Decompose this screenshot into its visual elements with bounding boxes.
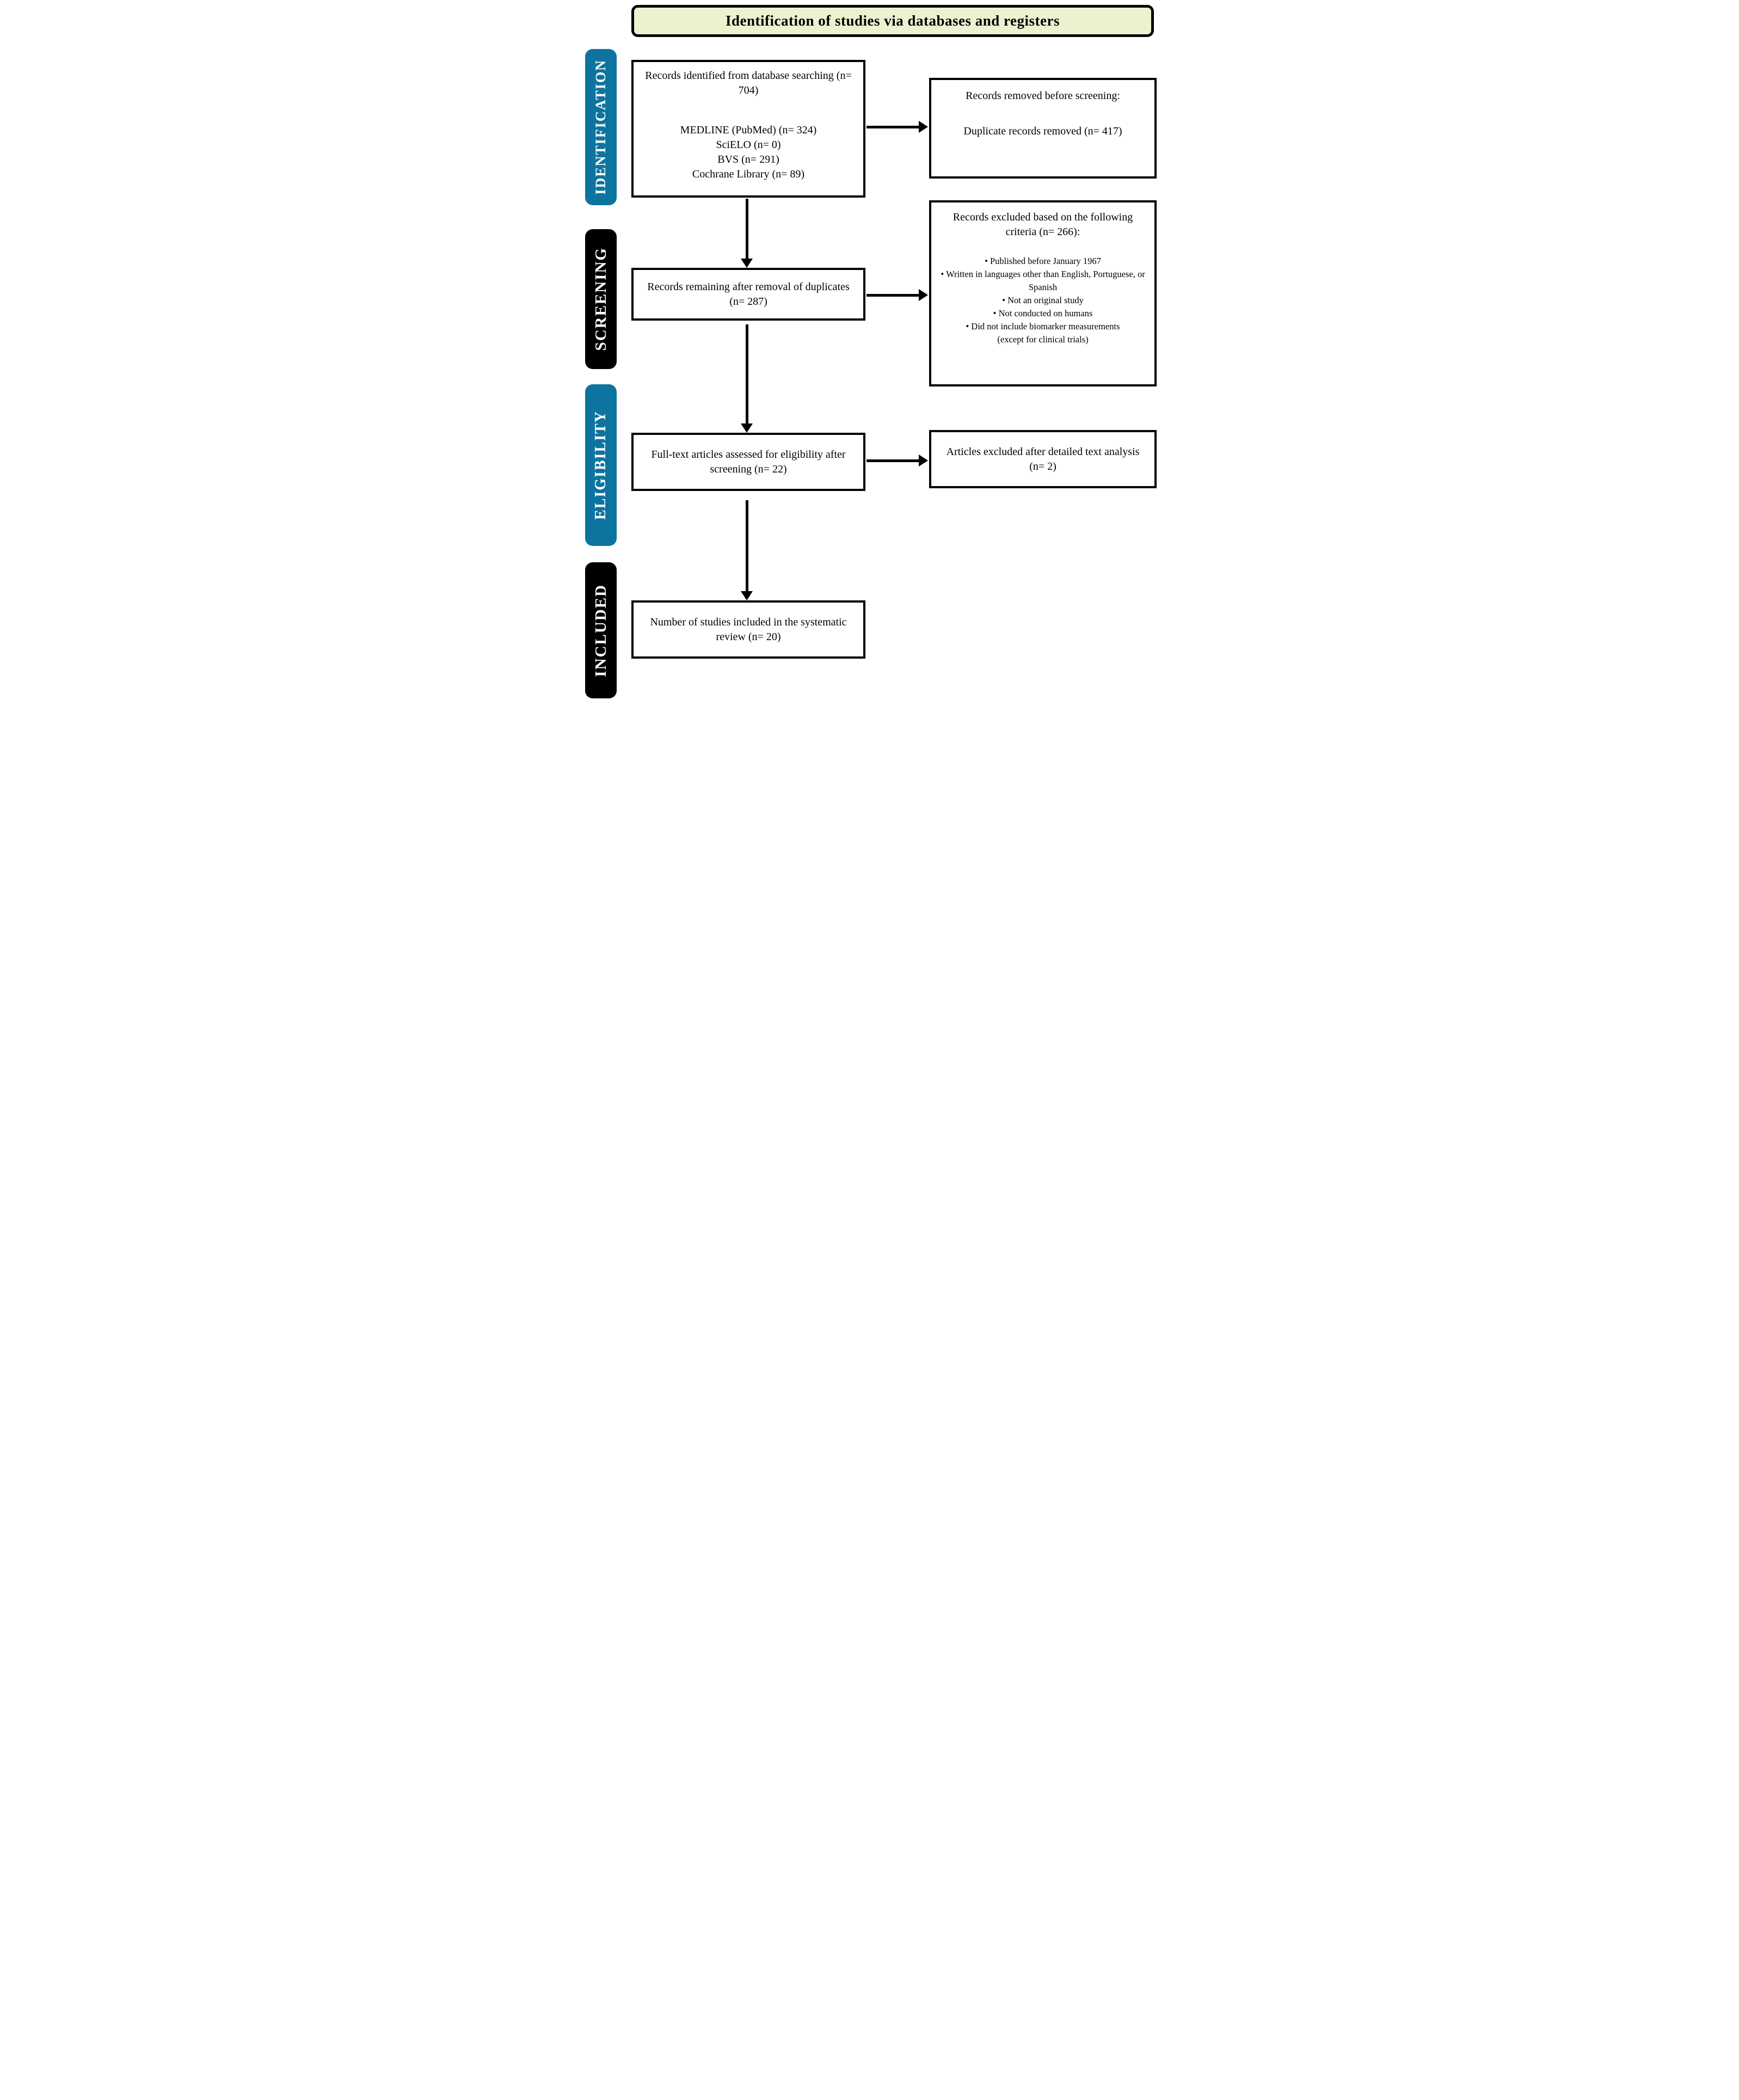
box-fulltext-assessed: Full-text articles assessed for eligibil… [631,433,865,491]
arrow-identified-to-removed [867,121,928,133]
exclusion-criterion: • Not conducted on humans [939,307,1147,320]
studies-included-text: Number of studies included in the system… [650,616,847,643]
arrow-fulltext-to-articles-excluded [867,455,928,467]
fulltext-assessed-text: Full-text articles assessed for eligibil… [651,448,846,475]
arrow-stem [867,294,921,297]
arrow-stem [746,199,748,261]
arrow-head-down-icon [741,259,753,268]
exclusion-criterion-text: Did not include biomarker measurements [971,321,1120,331]
arrow-head-right-icon [919,289,928,301]
bullet-icon: • [1002,295,1005,305]
stage-included-label: INCLUDED [592,584,610,677]
articles-excluded-text: Articles excluded after detailed text an… [946,445,1140,472]
bullet-icon: • [941,269,944,279]
records-excluded-heading: Records excluded based on the following … [953,211,1133,238]
stage-eligibility-label: ELIGIBILITY [592,410,609,520]
exclusion-criterion-text: Not an original study [1007,295,1084,305]
database-sources-list: MEDLINE (PubMed) (n= 324) SciELO (n= 0) … [639,123,858,182]
bullet-icon: • [966,321,969,331]
arrow-identified-to-remaining [741,199,753,268]
source-cochrane: Cochrane Library (n= 89) [692,168,805,180]
arrow-head-down-icon [741,591,753,600]
arrow-stem [746,500,748,593]
prisma-flow-diagram: Identification of studies via databases … [580,0,1159,700]
source-medline: MEDLINE (PubMed) (n= 324) [680,124,817,136]
records-remaining-text: Records remaining after removal of dupli… [647,280,850,308]
exclusion-note: (except for clinical trials) [997,334,1089,345]
source-scielo: SciELO (n= 0) [716,139,781,151]
exclusion-criterion: • Published before January 1967 [939,255,1147,268]
stage-eligibility: ELIGIBILITY [585,384,617,546]
arrow-head-down-icon [741,423,753,433]
stage-identification: IDENTIFICATION [585,49,617,205]
records-identified-heading: Records identified from database searchi… [645,70,852,96]
arrow-remaining-to-fulltext [741,324,753,433]
title-banner: Identification of studies via databases … [631,5,1154,37]
bullet-icon: • [993,308,997,318]
exclusion-criterion-text: Published before January 1967 [990,256,1101,266]
box-records-remaining: Records remaining after removal of dupli… [631,268,865,321]
arrow-stem [746,324,748,426]
box-articles-excluded: Articles excluded after detailed text an… [929,430,1157,488]
exclusion-criterion: • Did not include biomarker measurements [939,320,1147,333]
records-removed-heading: Records removed before screening: [966,90,1120,102]
exclusion-criterion-text: Written in languages other than English,… [946,269,1145,292]
stage-screening-label: SCREENING [592,247,610,351]
box-records-identified: Records identified from database searchi… [631,60,865,198]
arrow-head-right-icon [919,121,928,133]
arrow-stem [867,459,921,462]
box-records-removed: Records removed before screening: Duplic… [929,78,1157,179]
box-studies-included: Number of studies included in the system… [631,600,865,659]
arrow-head-right-icon [919,455,928,466]
stage-identification-label: IDENTIFICATION [593,59,609,195]
box-records-excluded: Records excluded based on the following … [929,200,1157,386]
arrow-stem [867,126,921,128]
stage-included: INCLUDED [585,562,617,698]
duplicates-removed-text: Duplicate records removed (n= 417) [963,125,1122,137]
exclusion-criterion-text: Not conducted on humans [998,308,1093,318]
source-bvs: BVS (n= 291) [717,153,779,165]
exclusion-criterion: • Written in languages other than Englis… [939,268,1147,294]
stage-screening: SCREENING [585,229,617,369]
exclusion-criteria-list: • Published before January 1967 • Writte… [939,255,1147,346]
arrow-remaining-to-excluded [867,289,928,302]
page-title: Identification of studies via databases … [725,13,1060,29]
arrow-fulltext-to-included [741,500,753,600]
exclusion-criterion: • Not an original study [939,294,1147,307]
bullet-icon: • [985,256,988,266]
